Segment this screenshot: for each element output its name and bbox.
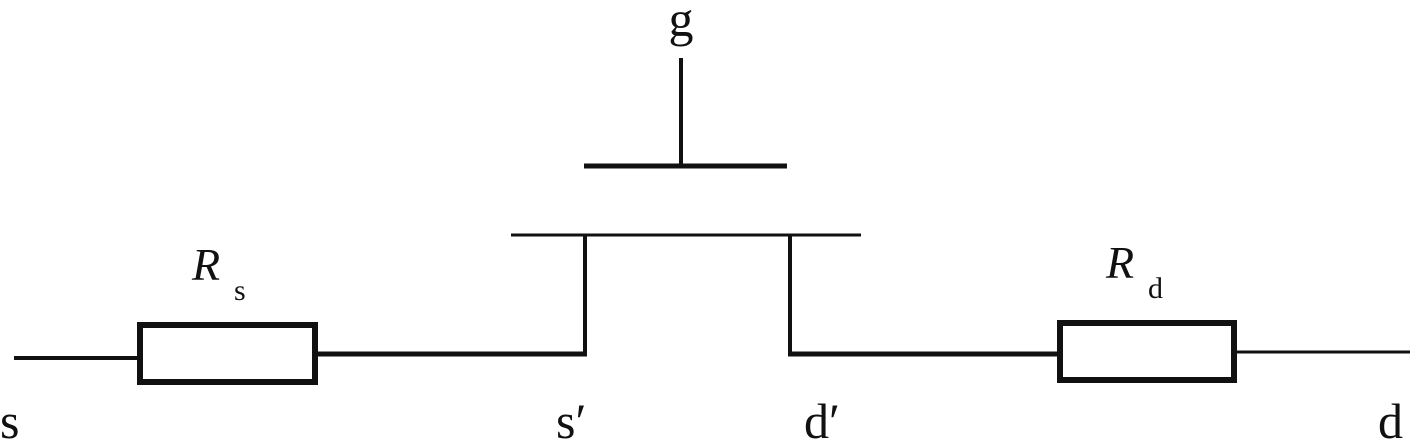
source-label: s [0, 393, 19, 441]
inner-source-label: s′ [556, 393, 586, 441]
rd-subscript: d [1148, 272, 1163, 305]
source-resistor [137, 322, 318, 385]
rs-symbol: R [191, 239, 220, 290]
rd-symbol: R [1105, 237, 1134, 288]
inner-drain-label: d′ [804, 393, 840, 441]
drain-resistor [1057, 320, 1237, 383]
rs-subscript: s [234, 274, 246, 307]
drain-label: d [1378, 393, 1403, 441]
gate-label: g [669, 0, 694, 47]
